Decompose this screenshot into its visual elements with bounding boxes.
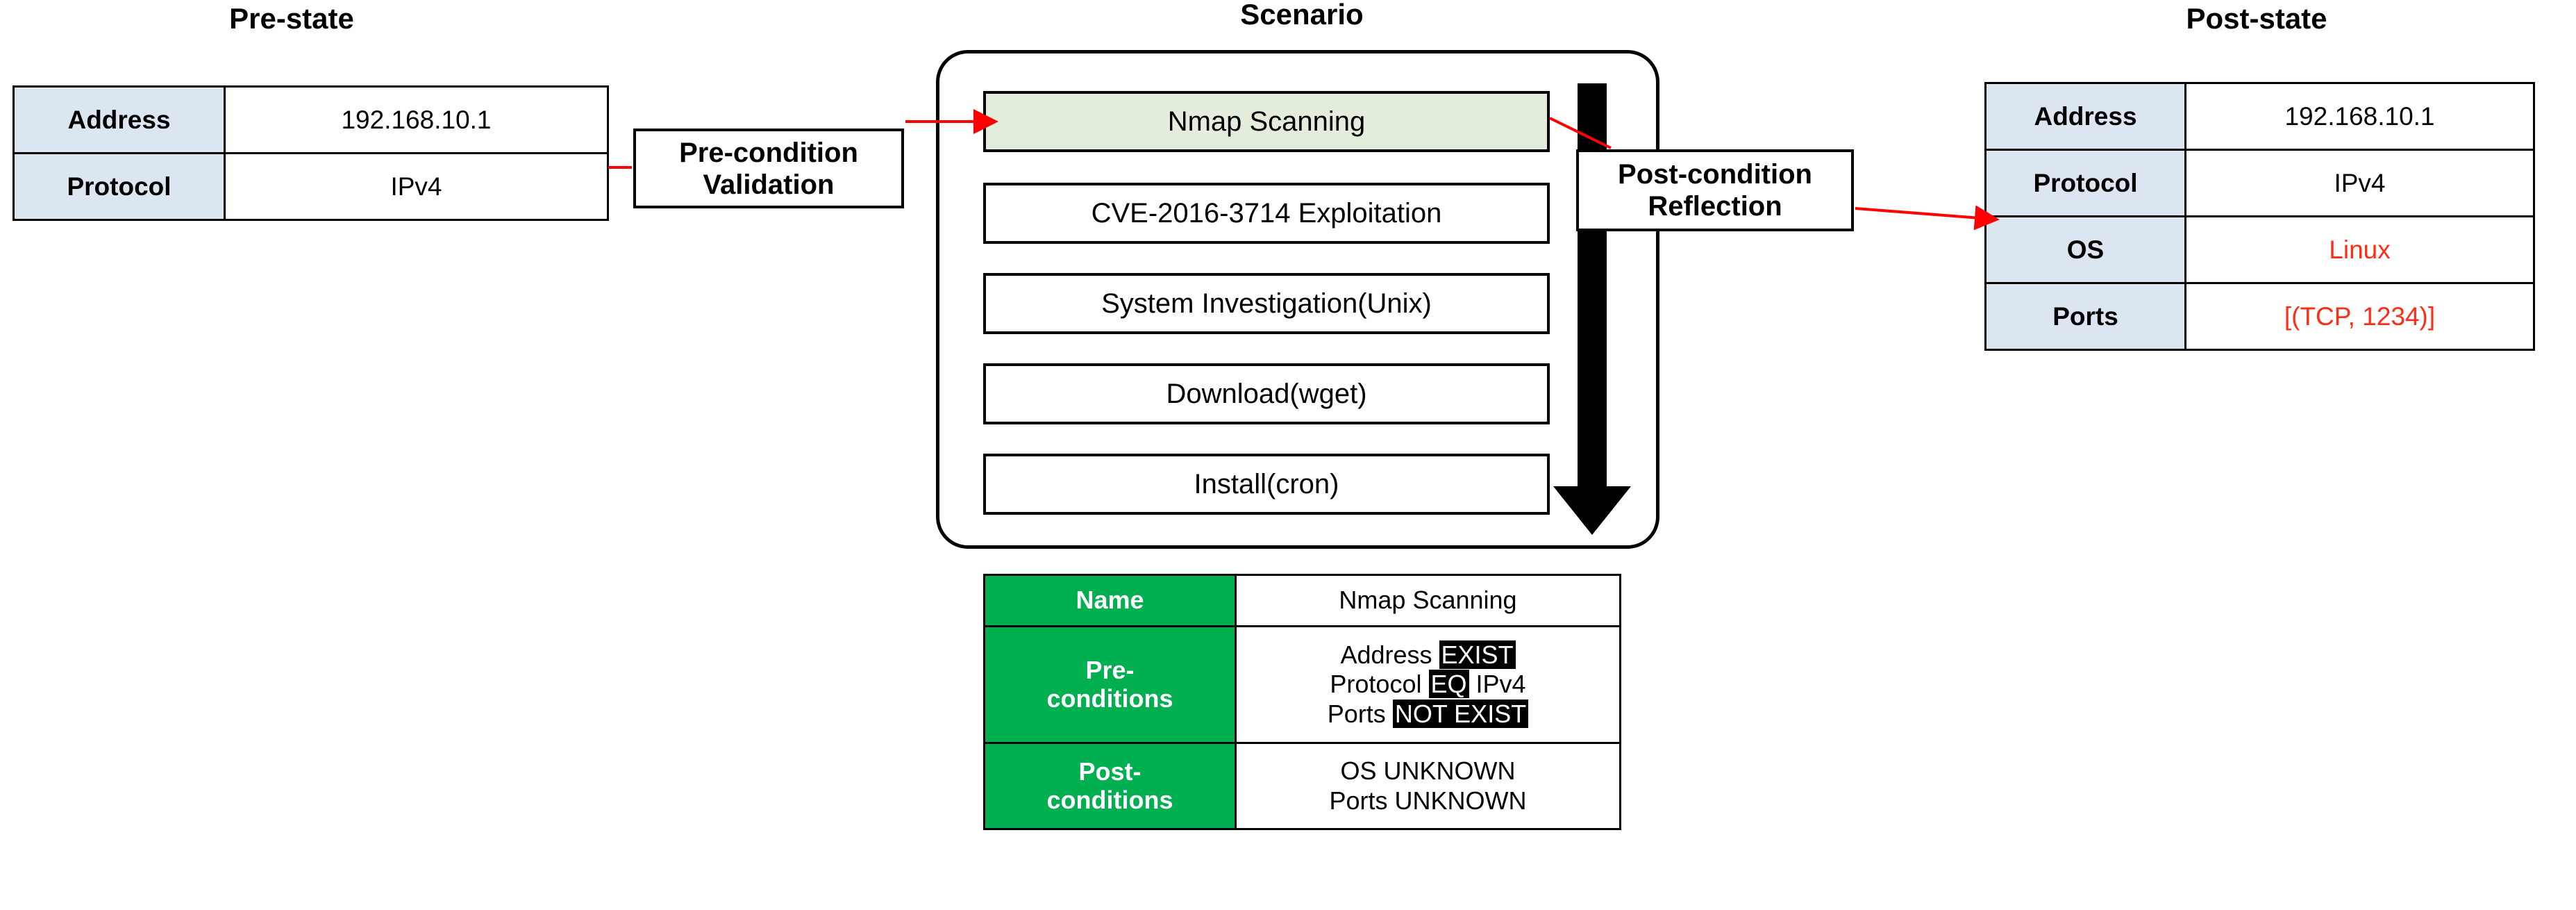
post-state-value-ports: [(TCP, 1234)]	[2184, 282, 2535, 351]
detail-key-preconditions: Pre- conditions	[983, 625, 1237, 744]
postcondition-row-os: OS UNKNOWN	[1340, 756, 1516, 786]
scenario-step-label: Nmap Scanning	[1167, 106, 1366, 137]
precondition-subject: Protocol	[1330, 670, 1422, 699]
table-row: Address 192.168.10.1	[1984, 82, 2535, 151]
table-row: Ports [(TCP, 1234)]	[1984, 282, 2535, 351]
table-row: OS Linux	[1984, 215, 2535, 284]
post-state-key-ports: Ports	[1984, 282, 2186, 351]
execution-order-arrow-shaft	[1578, 83, 1607, 489]
scenario-step-label: Download(wget)	[1166, 378, 1367, 409]
precondition-row-address: Address EXIST	[1239, 640, 1616, 670]
pre-state-key-protocol: Protocol	[12, 152, 226, 221]
pre-state-value-address: 192.168.10.1	[224, 85, 609, 154]
precondition-operator: EXIST	[1439, 640, 1516, 669]
precondition-operator: EQ	[1428, 670, 1469, 699]
pre-state-table: Address 192.168.10.1 Protocol IPv4	[12, 85, 609, 221]
pre-state-value-protocol: IPv4	[224, 152, 609, 221]
scenario-step-install-cron[interactable]: Install(cron)	[983, 454, 1550, 515]
pre-state-key-address: Address	[12, 85, 226, 154]
detail-value-postconditions: OS UNKNOWN Ports UNKNOWN	[1235, 742, 1621, 830]
detail-key-postconditions: Post- conditions	[983, 742, 1237, 830]
postcondition-row-ports: Ports UNKNOWN	[1329, 786, 1527, 815]
precondition-subject: Ports	[1327, 699, 1386, 728]
scenario-step-download-wget[interactable]: Download(wget)	[983, 363, 1550, 424]
connector-reflection-to-poststate	[1855, 205, 2000, 231]
table-row: Protocol IPv4	[12, 152, 609, 221]
post-state-value-os: Linux	[2184, 215, 2535, 284]
detail-value-preconditions: Address EXIST Protocol EQ IPv4 Ports NOT…	[1235, 625, 1621, 744]
detail-key-postconditions-line2: conditions	[1046, 785, 1173, 814]
post-state-value-address: 192.168.10.1	[2184, 82, 2535, 151]
pre-state-title: Pre-state	[229, 2, 354, 35]
post-state-key-protocol: Protocol	[1984, 149, 2186, 217]
detail-key-name: Name	[983, 574, 1237, 627]
pre-condition-validation-box[interactable]: Pre-condition Validation	[633, 129, 904, 208]
precondition-row-ports: Ports NOT EXIST	[1239, 699, 1616, 729]
detail-key-postconditions-line1: Post-	[1078, 757, 1141, 786]
table-row: Pre- conditions Address EXIST Protocol E…	[983, 625, 1621, 744]
pre-condition-validation-label-line1: Pre-condition	[679, 137, 858, 168]
scenario-step-cve-exploitation[interactable]: CVE-2016-3714 Exploitation	[983, 183, 1550, 244]
precondition-object: IPv4	[1475, 670, 1526, 699]
scenario-step-label: Install(cron)	[1194, 468, 1339, 499]
scenario-step-system-investigation[interactable]: System Investigation(Unix)	[983, 273, 1550, 334]
detail-key-preconditions-line2: conditions	[1046, 684, 1173, 713]
post-state-title: Post-state	[2186, 2, 2327, 35]
scenario-title: Scenario	[1240, 0, 1364, 31]
detail-key-preconditions-line1: Pre-	[1085, 656, 1135, 685]
execution-order-arrow-head	[1553, 486, 1631, 535]
scenario-step-label: System Investigation(Unix)	[1101, 288, 1432, 319]
post-state-table: Address 192.168.10.1 Protocol IPv4 OS Li…	[1984, 82, 2535, 351]
post-condition-reflection-label-line1: Post-condition	[1618, 159, 1812, 190]
post-condition-reflection-box[interactable]: Post-condition Reflection	[1576, 149, 1854, 231]
post-state-key-address: Address	[1984, 82, 2186, 151]
scenario-step-label: CVE-2016-3714 Exploitation	[1091, 197, 1442, 229]
pre-condition-validation-label-line2: Validation	[703, 169, 835, 200]
precondition-subject: Address	[1340, 640, 1432, 669]
scenario-node-detail-table: Name Nmap Scanning Pre- conditions Addre…	[983, 574, 1621, 830]
precondition-operator: NOT EXIST	[1392, 699, 1529, 728]
scenario-step-nmap-scanning[interactable]: Nmap Scanning	[983, 91, 1550, 152]
post-state-value-protocol: IPv4	[2184, 149, 2535, 217]
detail-value-name: Nmap Scanning	[1235, 574, 1621, 627]
table-row: Protocol IPv4	[1984, 149, 2535, 217]
table-row: Name Nmap Scanning	[983, 574, 1621, 627]
post-state-key-os: OS	[1984, 215, 2186, 284]
table-row: Address 192.168.10.1	[12, 85, 609, 154]
post-condition-reflection-label-line2: Reflection	[1648, 191, 1782, 222]
precondition-row-protocol: Protocol EQ IPv4	[1239, 670, 1616, 699]
table-row: Post- conditions OS UNKNOWN Ports UNKNOW…	[983, 742, 1621, 830]
